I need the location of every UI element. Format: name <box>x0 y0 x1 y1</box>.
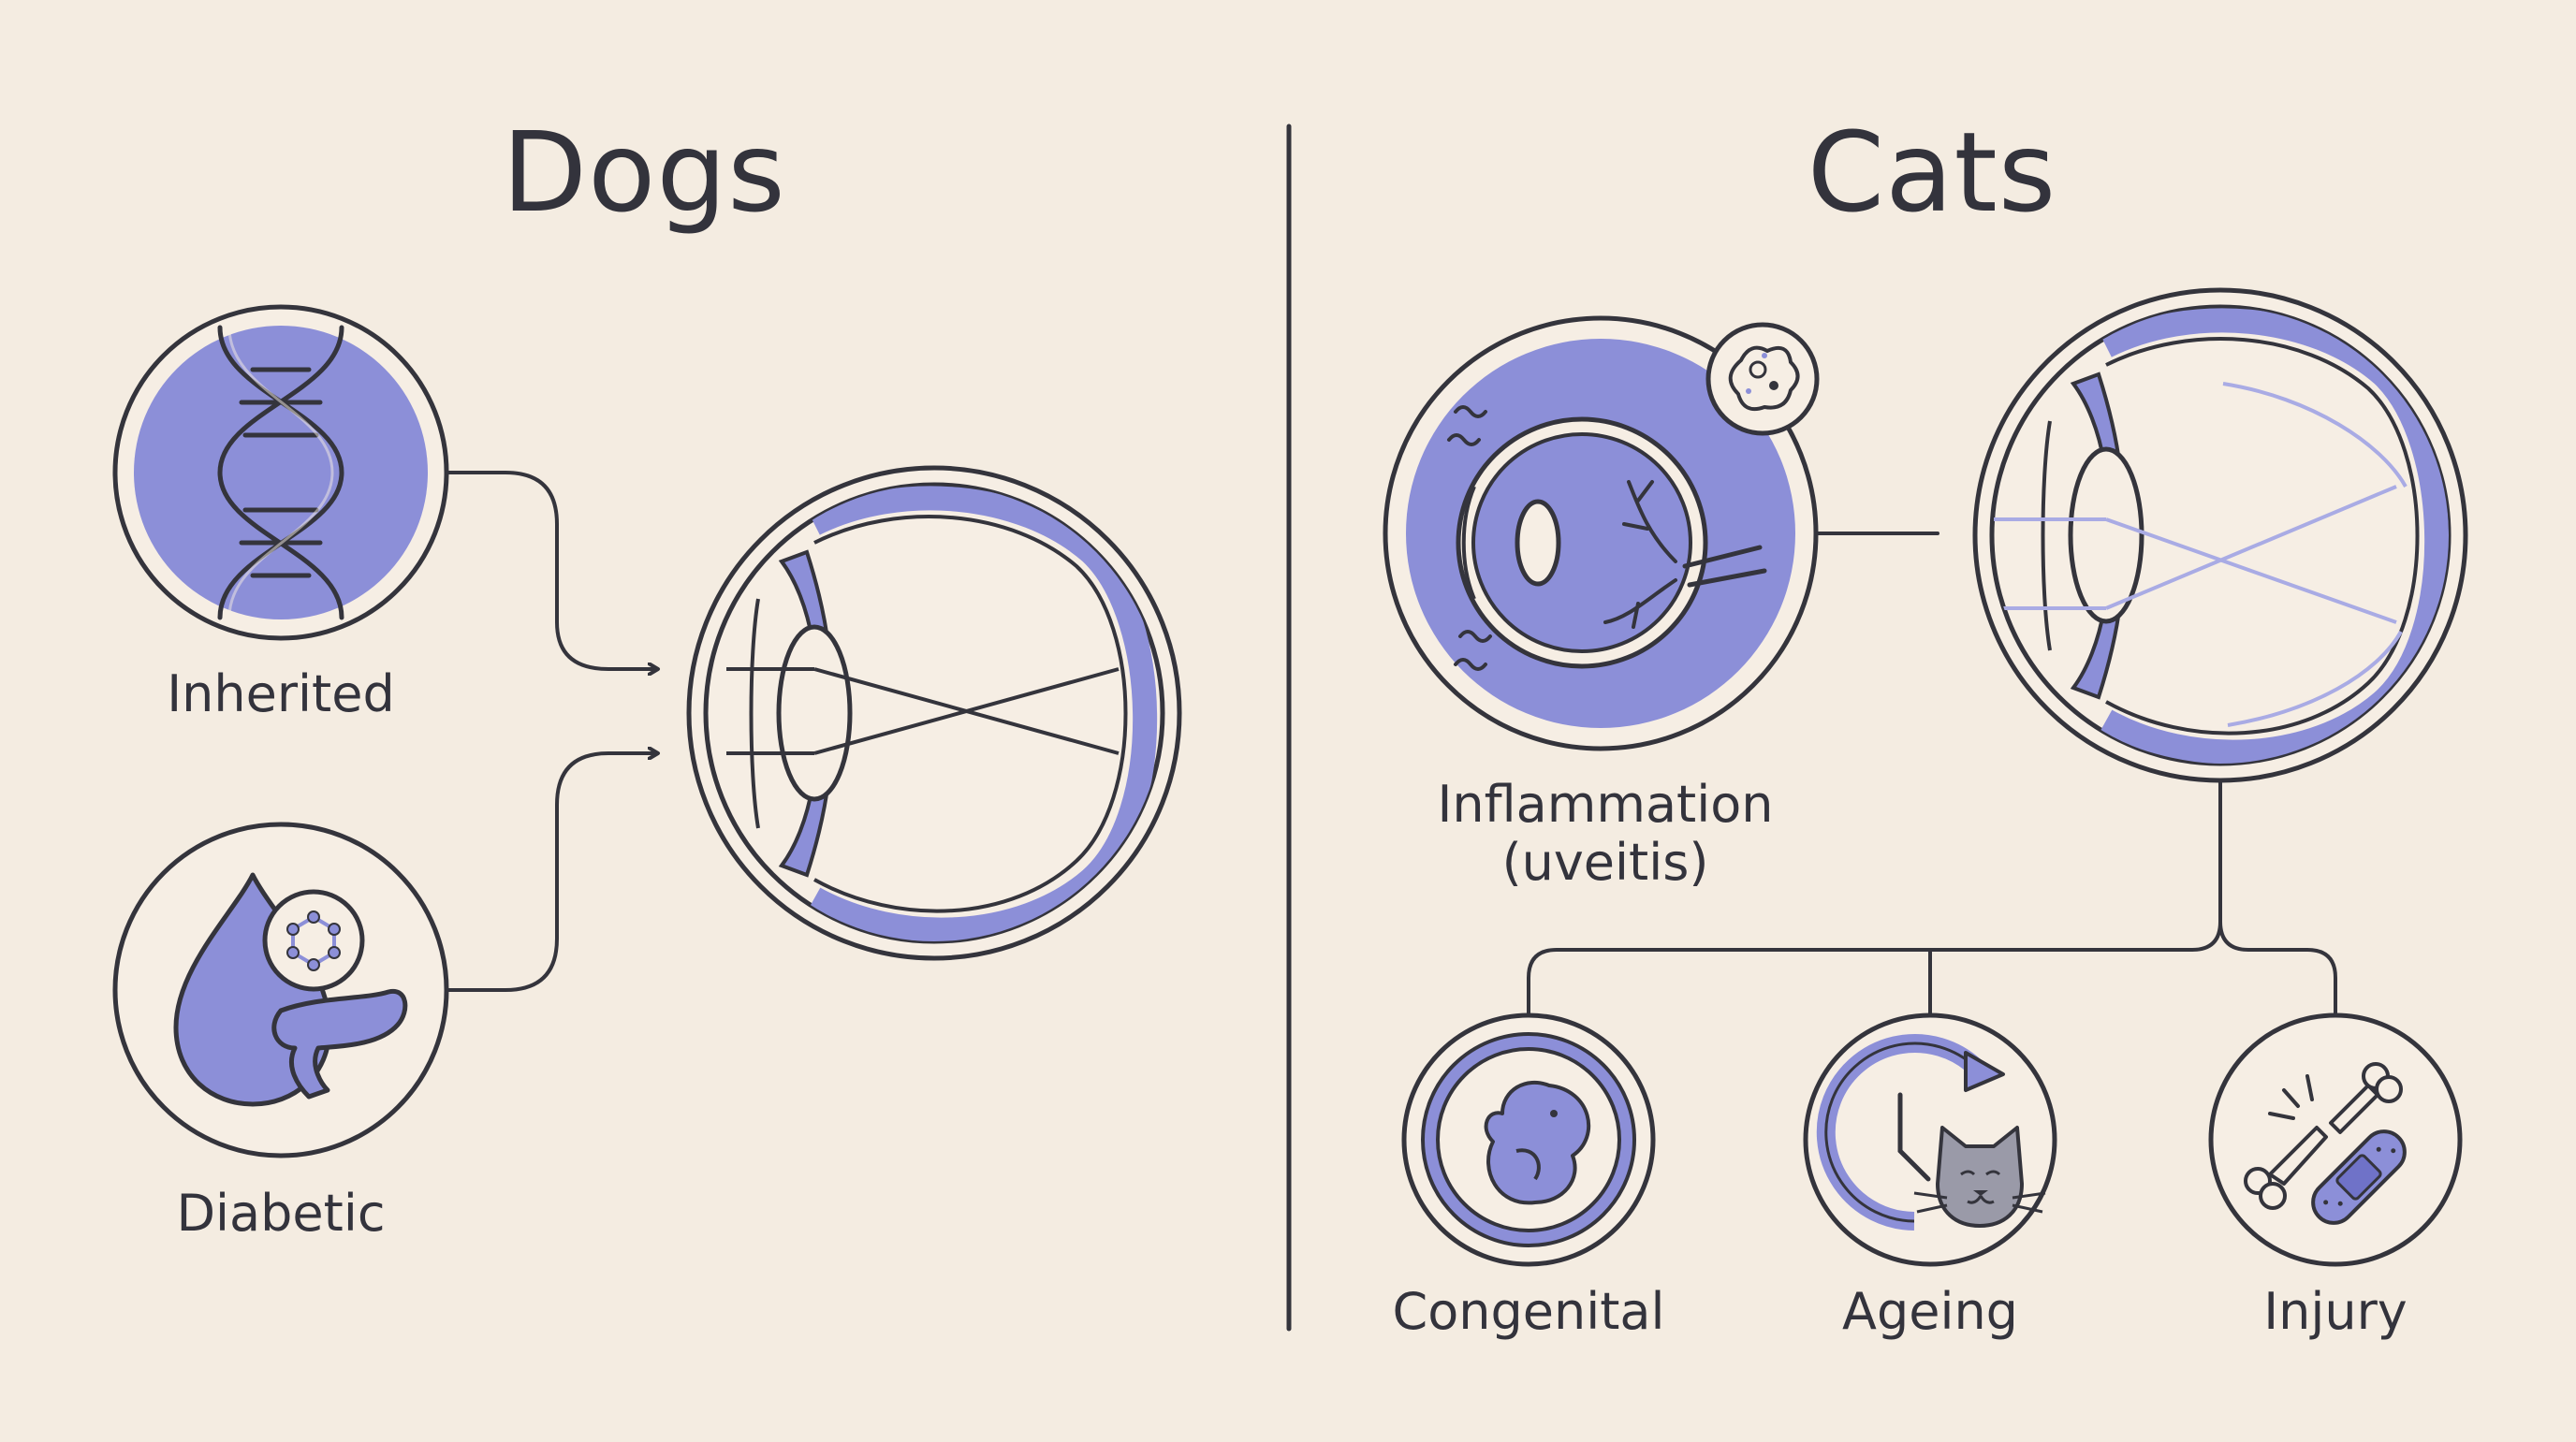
injury-label: Injury <box>2263 1282 2408 1341</box>
cats-tree-connectors <box>1527 779 2337 1017</box>
dogs-connectors <box>446 471 657 992</box>
dogs-cataract-eye-icon <box>686 465 1182 961</box>
cell-icon <box>1705 322 1820 436</box>
dogs-title: Dogs <box>502 108 785 237</box>
cats-cataract-eye-icon <box>1972 287 2468 783</box>
diabetic-label: Diabetic <box>176 1184 385 1243</box>
inflammation-label-line1: Inflammation <box>1438 775 1774 834</box>
inherited-label: Inherited <box>167 664 394 723</box>
dna-icon <box>112 304 449 641</box>
bone-bandage-icon <box>2208 1012 2463 1267</box>
congenital-label: Congenital <box>1393 1282 1665 1341</box>
inflamed-eye-icon <box>1383 315 1820 751</box>
cats-title: Cats <box>1808 108 2056 237</box>
ageing-label: Ageing <box>1842 1282 2018 1341</box>
pancreas-drop-icon <box>112 822 449 1158</box>
embryo-icon <box>1401 1012 1656 1267</box>
clock-cat-icon <box>1803 1012 2057 1267</box>
inflammation-label-line2: (uveitis) <box>1502 833 1709 892</box>
